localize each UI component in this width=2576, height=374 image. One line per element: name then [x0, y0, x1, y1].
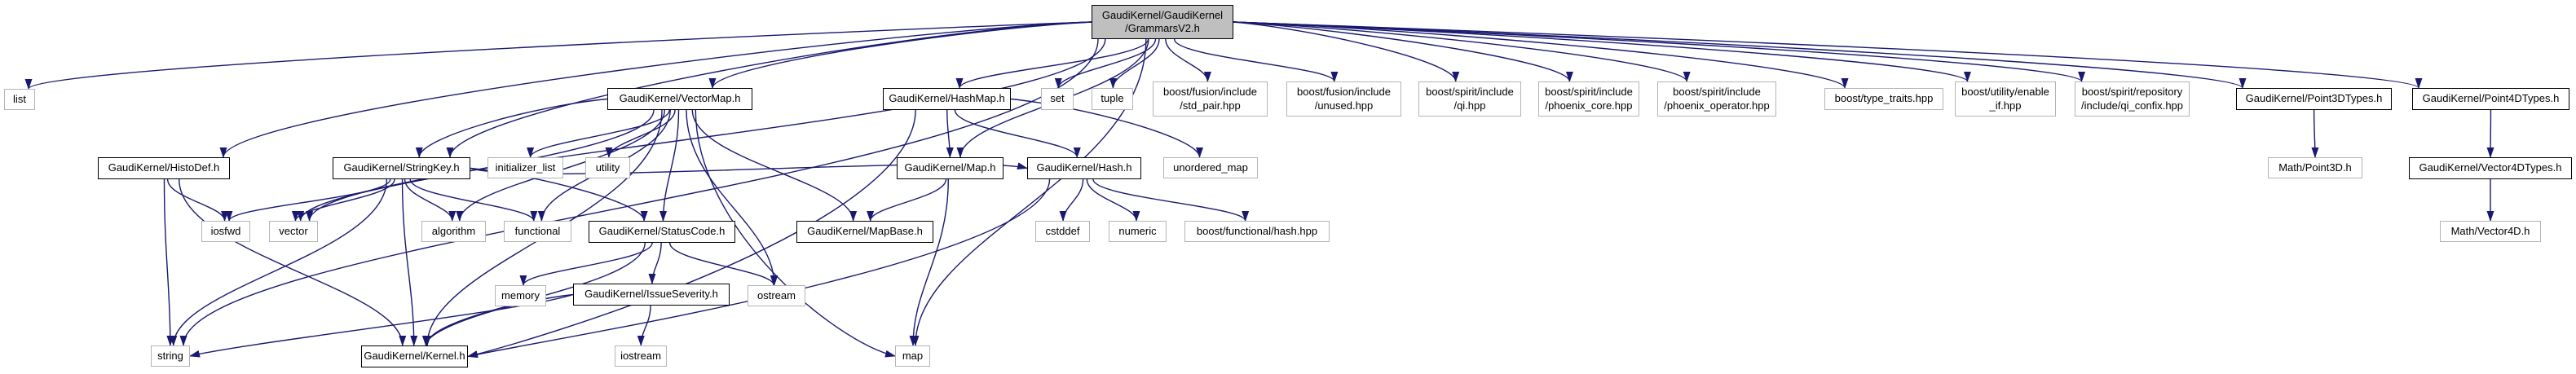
graph-node-cstddef: cstddef — [1035, 221, 1090, 242]
graph-node-initializer_list: initializer_list — [487, 157, 563, 178]
graph-node-boost_hash: boost/functional/hash.hpp — [1184, 221, 1330, 242]
graph-node-statuscode[interactable]: GaudiKernel/StatusCode.h — [589, 221, 735, 243]
graph-node-root: GaudiKernel/GaudiKernel /GrammarsV2.h — [1092, 5, 1233, 39]
edge-statuscode-to-issueseverity — [648, 242, 662, 284]
graph-node-vector4d_types[interactable]: GaudiKernel/Vector4DTypes.h — [2409, 157, 2572, 179]
graph-node-numeric: numeric — [1109, 221, 1167, 242]
edge-vectormap-to-mapbase — [691, 109, 858, 222]
edge-root-to-stringkey — [446, 21, 1092, 158]
edge-issueseverity-to-kernel — [421, 293, 574, 346]
graph-node-vector: vector — [269, 221, 318, 242]
edge-hashmap-to-kernel — [467, 109, 916, 359]
graph-node-iosfwd: iosfwd — [201, 221, 250, 242]
edge-map_h-to-map — [909, 178, 949, 346]
edge-stringkey-to-vector — [292, 178, 395, 222]
edge-root-to-point3d_types — [1233, 21, 2247, 89]
graph-node-unused: boost/fusion/include /unused.hpp — [1286, 81, 1401, 117]
graph-node-enable_if: boost/utility/enable _if.hpp — [1955, 81, 2056, 117]
edge-histodef-to-iosfwd — [166, 178, 229, 222]
graph-node-string: string — [151, 345, 190, 367]
graph-node-utility: utility — [585, 157, 630, 178]
edge-statuscode-to-ostream — [668, 242, 778, 286]
graph-node-iostream: iostream — [615, 345, 667, 367]
graph-node-issueseverity[interactable]: GaudiKernel/IssueSeverity.h — [573, 284, 730, 306]
graph-node-phoenix_operator: boost/spirit/include /phoenix_operator.h… — [1657, 81, 1776, 117]
edge-hash_h-to-kernel — [467, 178, 1051, 359]
edge-root-to-std_pair — [1165, 38, 1211, 82]
edge-root-to-phoenix_operator — [1233, 21, 1691, 82]
edge-statuscode-to-memory — [519, 242, 653, 286]
graph-node-phoenix_core: boost/spirit/include /phoenix_core.hpp — [1538, 81, 1639, 117]
edge-root-to-map — [911, 38, 1147, 346]
edge-hashmap-to-hash_h — [954, 109, 1081, 158]
edge-root-to-unused — [1173, 38, 1339, 82]
graph-node-tuple: tuple — [1092, 88, 1133, 110]
edge-stringkey-to-functional — [409, 178, 538, 222]
edge-vectormap-to-stringkey — [415, 98, 608, 158]
edge-issueseverity-to-iostream — [637, 305, 651, 346]
edge-histodef-to-kernel — [179, 178, 407, 346]
edge-vectormap-to-utility — [605, 109, 676, 158]
graph-node-point4d_types[interactable]: GaudiKernel/Point4DTypes.h — [2412, 88, 2569, 110]
graph-node-map: map — [895, 345, 930, 367]
edge-vectormap-to-map — [695, 109, 896, 358]
edge-hash_h-to-cstddef — [1059, 178, 1084, 222]
graph-node-hashmap[interactable]: GaudiKernel/HashMap.h — [883, 88, 1011, 110]
edge-root-to-phoenix_core — [1233, 21, 1573, 82]
edge-stringkey-to-algorithm — [404, 178, 457, 222]
graph-node-mapbase[interactable]: GaudiKernel/MapBase.h — [796, 221, 933, 243]
graph-node-stringkey[interactable]: GaudiKernel/StringKey.h — [333, 157, 470, 179]
edge-map_h-to-mapbase — [867, 178, 947, 222]
edge-stringkey-to-iosfwd — [225, 178, 391, 222]
graph-node-histodef[interactable]: GaudiKernel/HistoDef.h — [98, 157, 230, 179]
graph-node-memory: memory — [495, 285, 546, 306]
edge-root-to-list — [24, 21, 1092, 90]
graph-node-qi_confix: boost/spirit/repository /include/qi_conf… — [2075, 81, 2190, 117]
graph-node-math_vector4d: Math/Vector4D.h — [2440, 221, 2541, 242]
graph-node-map_h[interactable]: GaudiKernel/Map.h — [897, 157, 1003, 179]
edge-vectormap-to-vector — [297, 109, 655, 222]
edge-vectormap-to-ostream — [686, 109, 779, 286]
edge-root-to-qi — [1233, 21, 1460, 82]
graph-node-point3d_types[interactable]: GaudiKernel/Point3DTypes.h — [2236, 88, 2392, 110]
graph-node-vectormap[interactable]: GaudiKernel/VectorMap.h — [607, 88, 752, 110]
edge-root-to-type_traits — [1233, 21, 1849, 89]
graph-node-hash_h[interactable]: GaudiKernel/Hash.h — [1027, 157, 1141, 179]
edge-histodef-to-string — [163, 178, 174, 346]
edge-hash_h-to-boost_hash — [1092, 178, 1250, 222]
graph-node-set: set — [1041, 88, 1074, 110]
graph-node-functional: functional — [504, 221, 571, 242]
edge-hashmap-to-map_h — [946, 109, 954, 158]
edge-hash_h-to-numeric — [1086, 178, 1140, 222]
graph-node-qi: boost/spirit/include /qi.hpp — [1418, 81, 1521, 117]
edge-root-to-set — [1054, 38, 1157, 89]
edge-root-to-vector — [306, 38, 1106, 222]
edge-root-to-vectormap — [708, 21, 1092, 89]
edge-hashmap-to-unordered_map — [1010, 98, 1203, 158]
edge-stringkey-to-string — [170, 178, 388, 346]
graph-node-type_traits: boost/type_traits.hpp — [1824, 88, 1943, 110]
edge-root-to-histodef — [219, 21, 1092, 158]
graph-node-unordered_map: unordered_map — [1163, 157, 1258, 178]
graph-node-std_pair: boost/fusion/include /std_pair.hpp — [1153, 81, 1268, 117]
edge-vectormap-to-statuscode — [659, 109, 680, 222]
graph-node-ostream: ostream — [748, 285, 805, 306]
graph-node-kernel[interactable]: GaudiKernel/Kernel.h — [361, 345, 468, 367]
edge-root-to-tuple — [1109, 38, 1160, 89]
graph-node-algorithm: algorithm — [421, 221, 486, 242]
graph-node-list: list — [4, 89, 35, 110]
edge-root-to-point4d_types — [1233, 21, 2422, 89]
edge-stringkey-to-kernel — [401, 178, 418, 346]
graph-node-math_point3d: Math/Point3D.h — [2268, 157, 2362, 178]
edge-point3d_types-to-math_point3d — [2311, 109, 2319, 158]
edge-root-to-hashmap — [955, 38, 1149, 89]
